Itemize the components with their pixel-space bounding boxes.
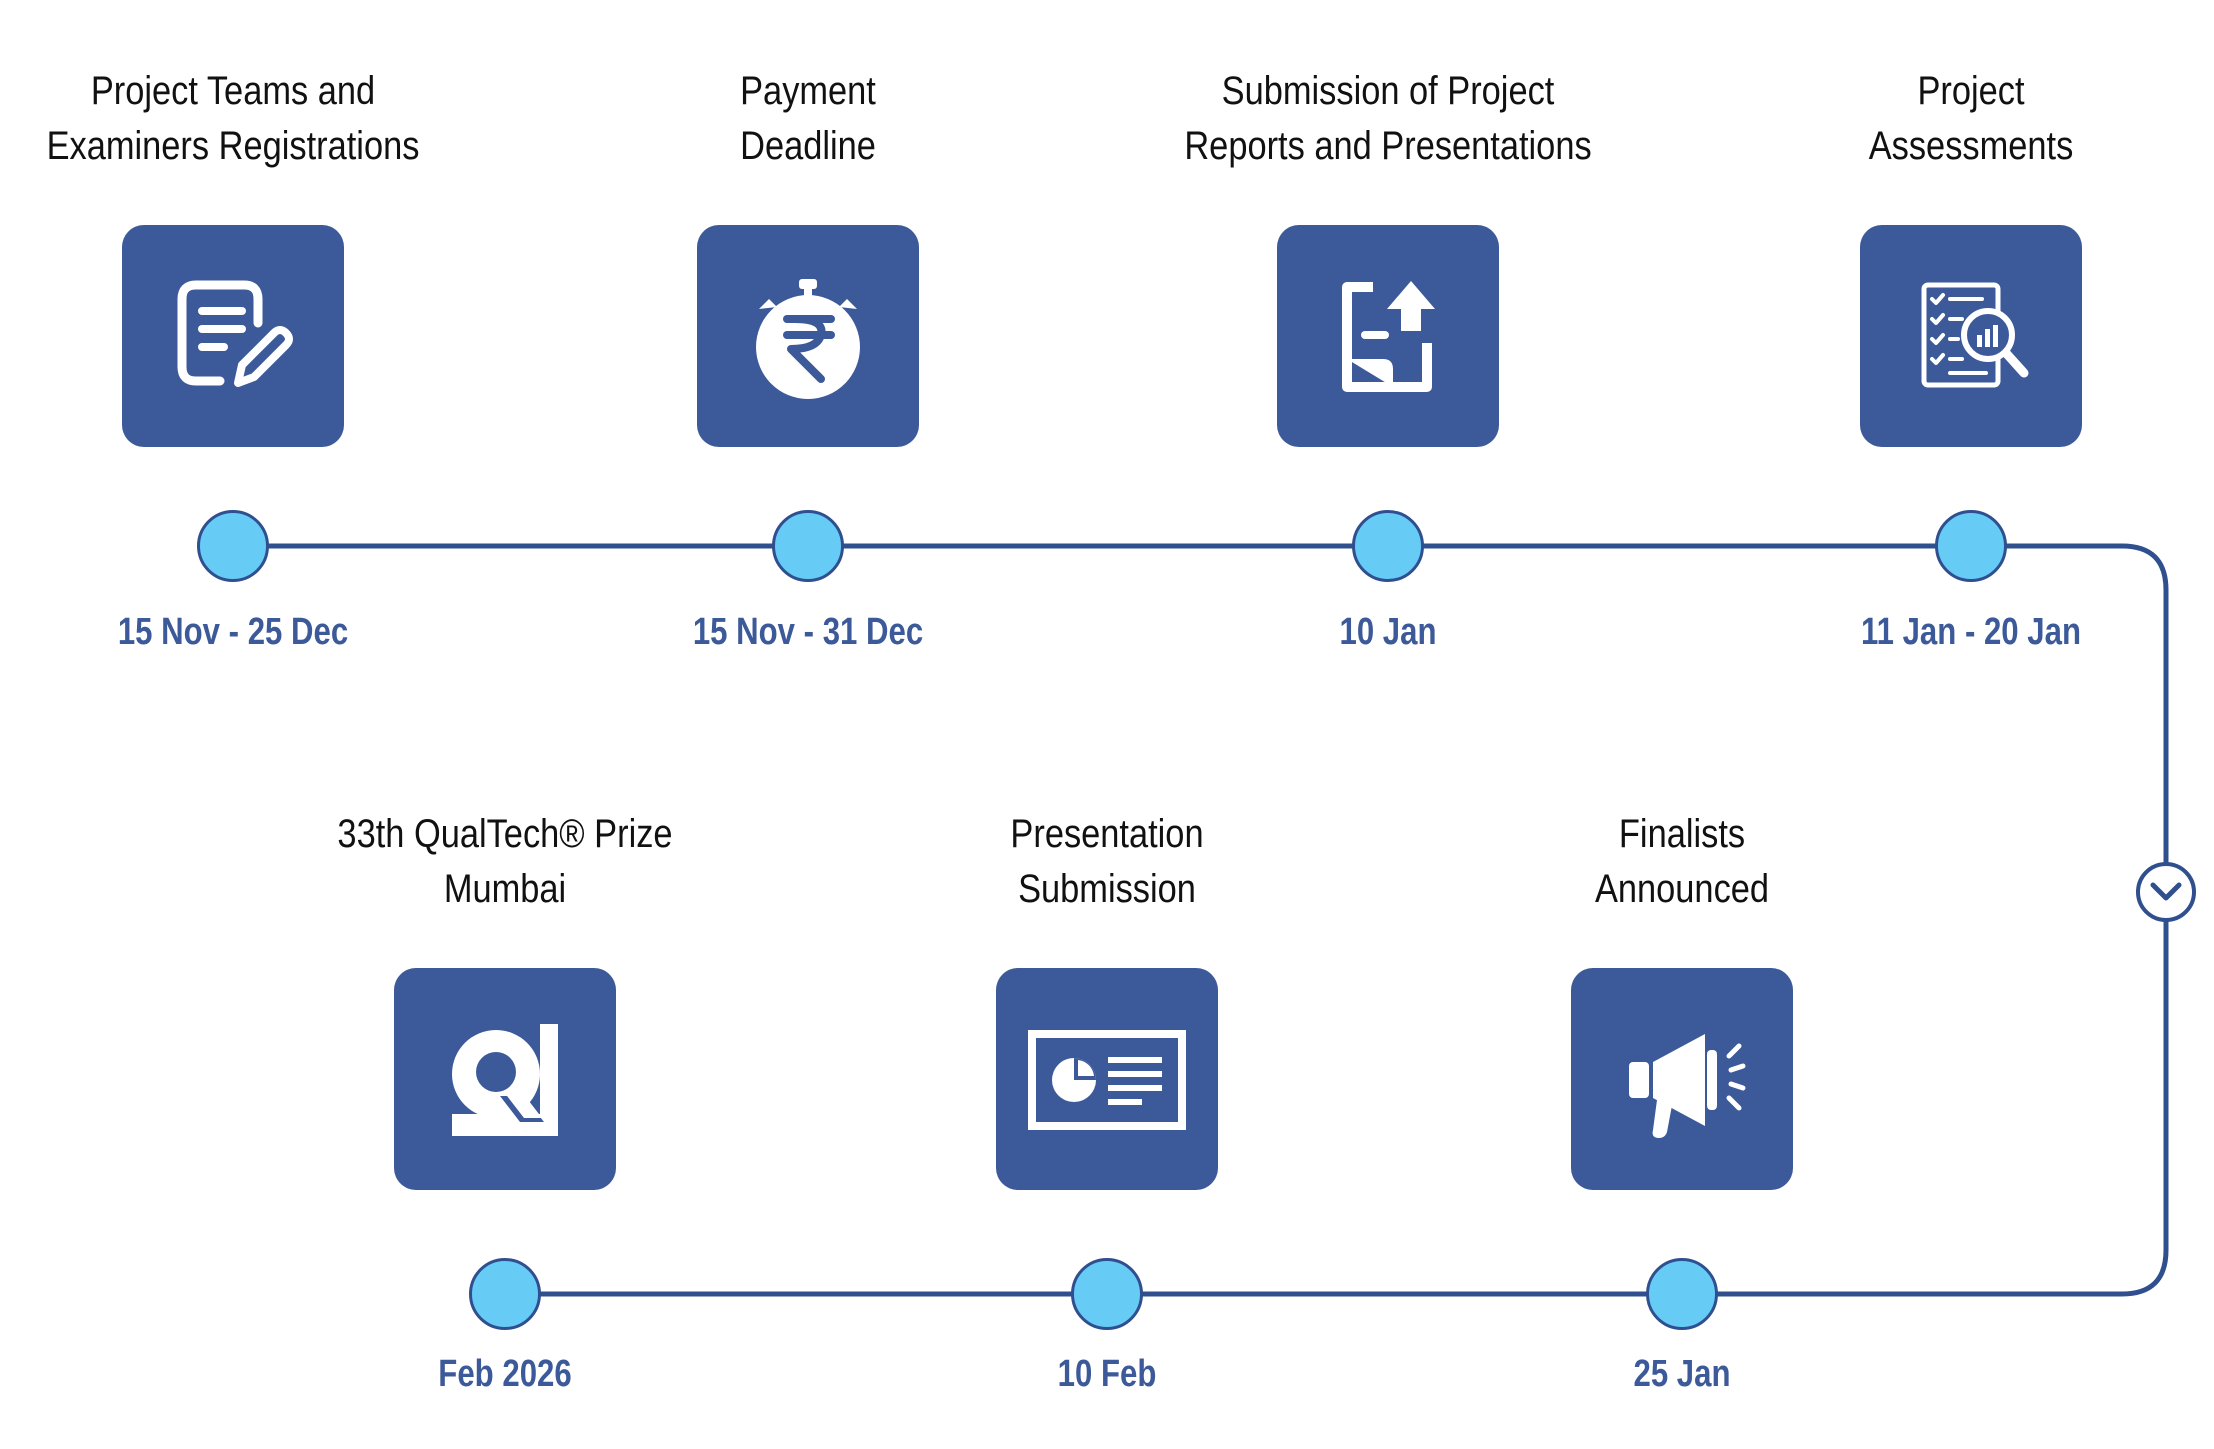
milestone-date: 10 Jan — [1339, 611, 1437, 653]
timeline-node[interactable] — [197, 510, 269, 582]
timeline-turn-node[interactable] — [2136, 862, 2196, 922]
milestone-date: 15 Nov - 31 Dec — [692, 611, 924, 653]
document-upload-icon — [1342, 281, 1435, 392]
milestone-date: 10 Feb — [1057, 1353, 1157, 1395]
milestone-title: Presentation Submission — [1010, 812, 1204, 911]
timeline-node[interactable] — [1935, 510, 2007, 582]
milestone-icon-tile — [122, 225, 344, 447]
registration-form-edit-icon — [177, 280, 293, 387]
milestone-title: 33th QualTech® Prize Mumbai — [337, 812, 673, 911]
checklist-magnifier-icon — [1921, 282, 2029, 388]
megaphone-icon — [1629, 1034, 1746, 1138]
milestone-date: Feb 2026 — [438, 1353, 572, 1395]
milestone-date: 11 Jan - 20 Jan — [1860, 611, 2081, 653]
milestone-icon-tile — [394, 968, 616, 1190]
milestone-icon-tile — [1277, 225, 1499, 447]
presentation-screen-icon — [1028, 1030, 1186, 1130]
timeline-node[interactable] — [1352, 510, 1424, 582]
timeline-node[interactable] — [1071, 1258, 1143, 1330]
chevron-down-icon — [2150, 882, 2182, 901]
timeline-node[interactable] — [469, 1258, 541, 1330]
milestone-date: 15 Nov - 25 Dec — [117, 611, 349, 653]
milestone-icon-tile — [697, 225, 919, 447]
milestone-title: Project Assessments — [1868, 69, 2074, 168]
milestone-icon-tile — [996, 968, 1218, 1190]
rupee-stopwatch-icon — [756, 279, 860, 399]
milestone-title: Payment Deadline — [740, 69, 876, 168]
timeline-node[interactable] — [1646, 1258, 1718, 1330]
qualtech-logo-icon — [452, 1024, 558, 1136]
milestone-title: Submission of Project Reports and Presen… — [1184, 69, 1592, 168]
milestone-icon-tile — [1571, 968, 1793, 1190]
timeline-node[interactable] — [772, 510, 844, 582]
milestone-date: 25 Jan — [1633, 1353, 1731, 1395]
milestone-title: Project Teams and Examiners Registration… — [46, 69, 420, 168]
milestone-icon-tile — [1860, 225, 2082, 447]
milestone-title: Finalists Announced — [1594, 812, 1770, 911]
